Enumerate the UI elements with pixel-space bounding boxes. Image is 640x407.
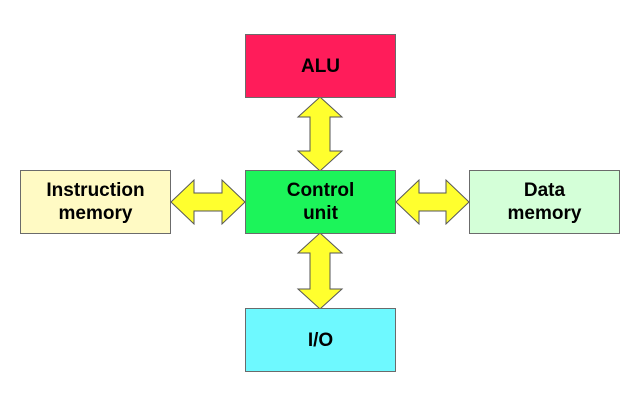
instruction-memory-box: Instruction memory (20, 170, 171, 234)
alu-box: ALU (245, 34, 396, 98)
instruction-memory-label-line1: Instruction (46, 180, 145, 201)
arrow-control-io (296, 232, 344, 310)
alu-label: ALU (300, 55, 341, 77)
instruction-memory-label-line2: memory (58, 203, 133, 224)
arrow-control-data-memory (395, 178, 470, 226)
io-label: I/O (307, 329, 334, 351)
io-box: I/O (245, 308, 396, 372)
control-unit-label-line1: Control (286, 180, 355, 201)
arrow-control-instruction-memory (170, 178, 246, 226)
data-memory-label-line1: Data (523, 180, 566, 201)
arrow-control-alu (296, 96, 344, 172)
control-unit-label-line2: unit (303, 203, 338, 224)
data-memory-box: Data memory (469, 170, 620, 234)
control-unit-box: Control unit (245, 170, 396, 234)
data-memory-label-line2: memory (507, 203, 582, 224)
